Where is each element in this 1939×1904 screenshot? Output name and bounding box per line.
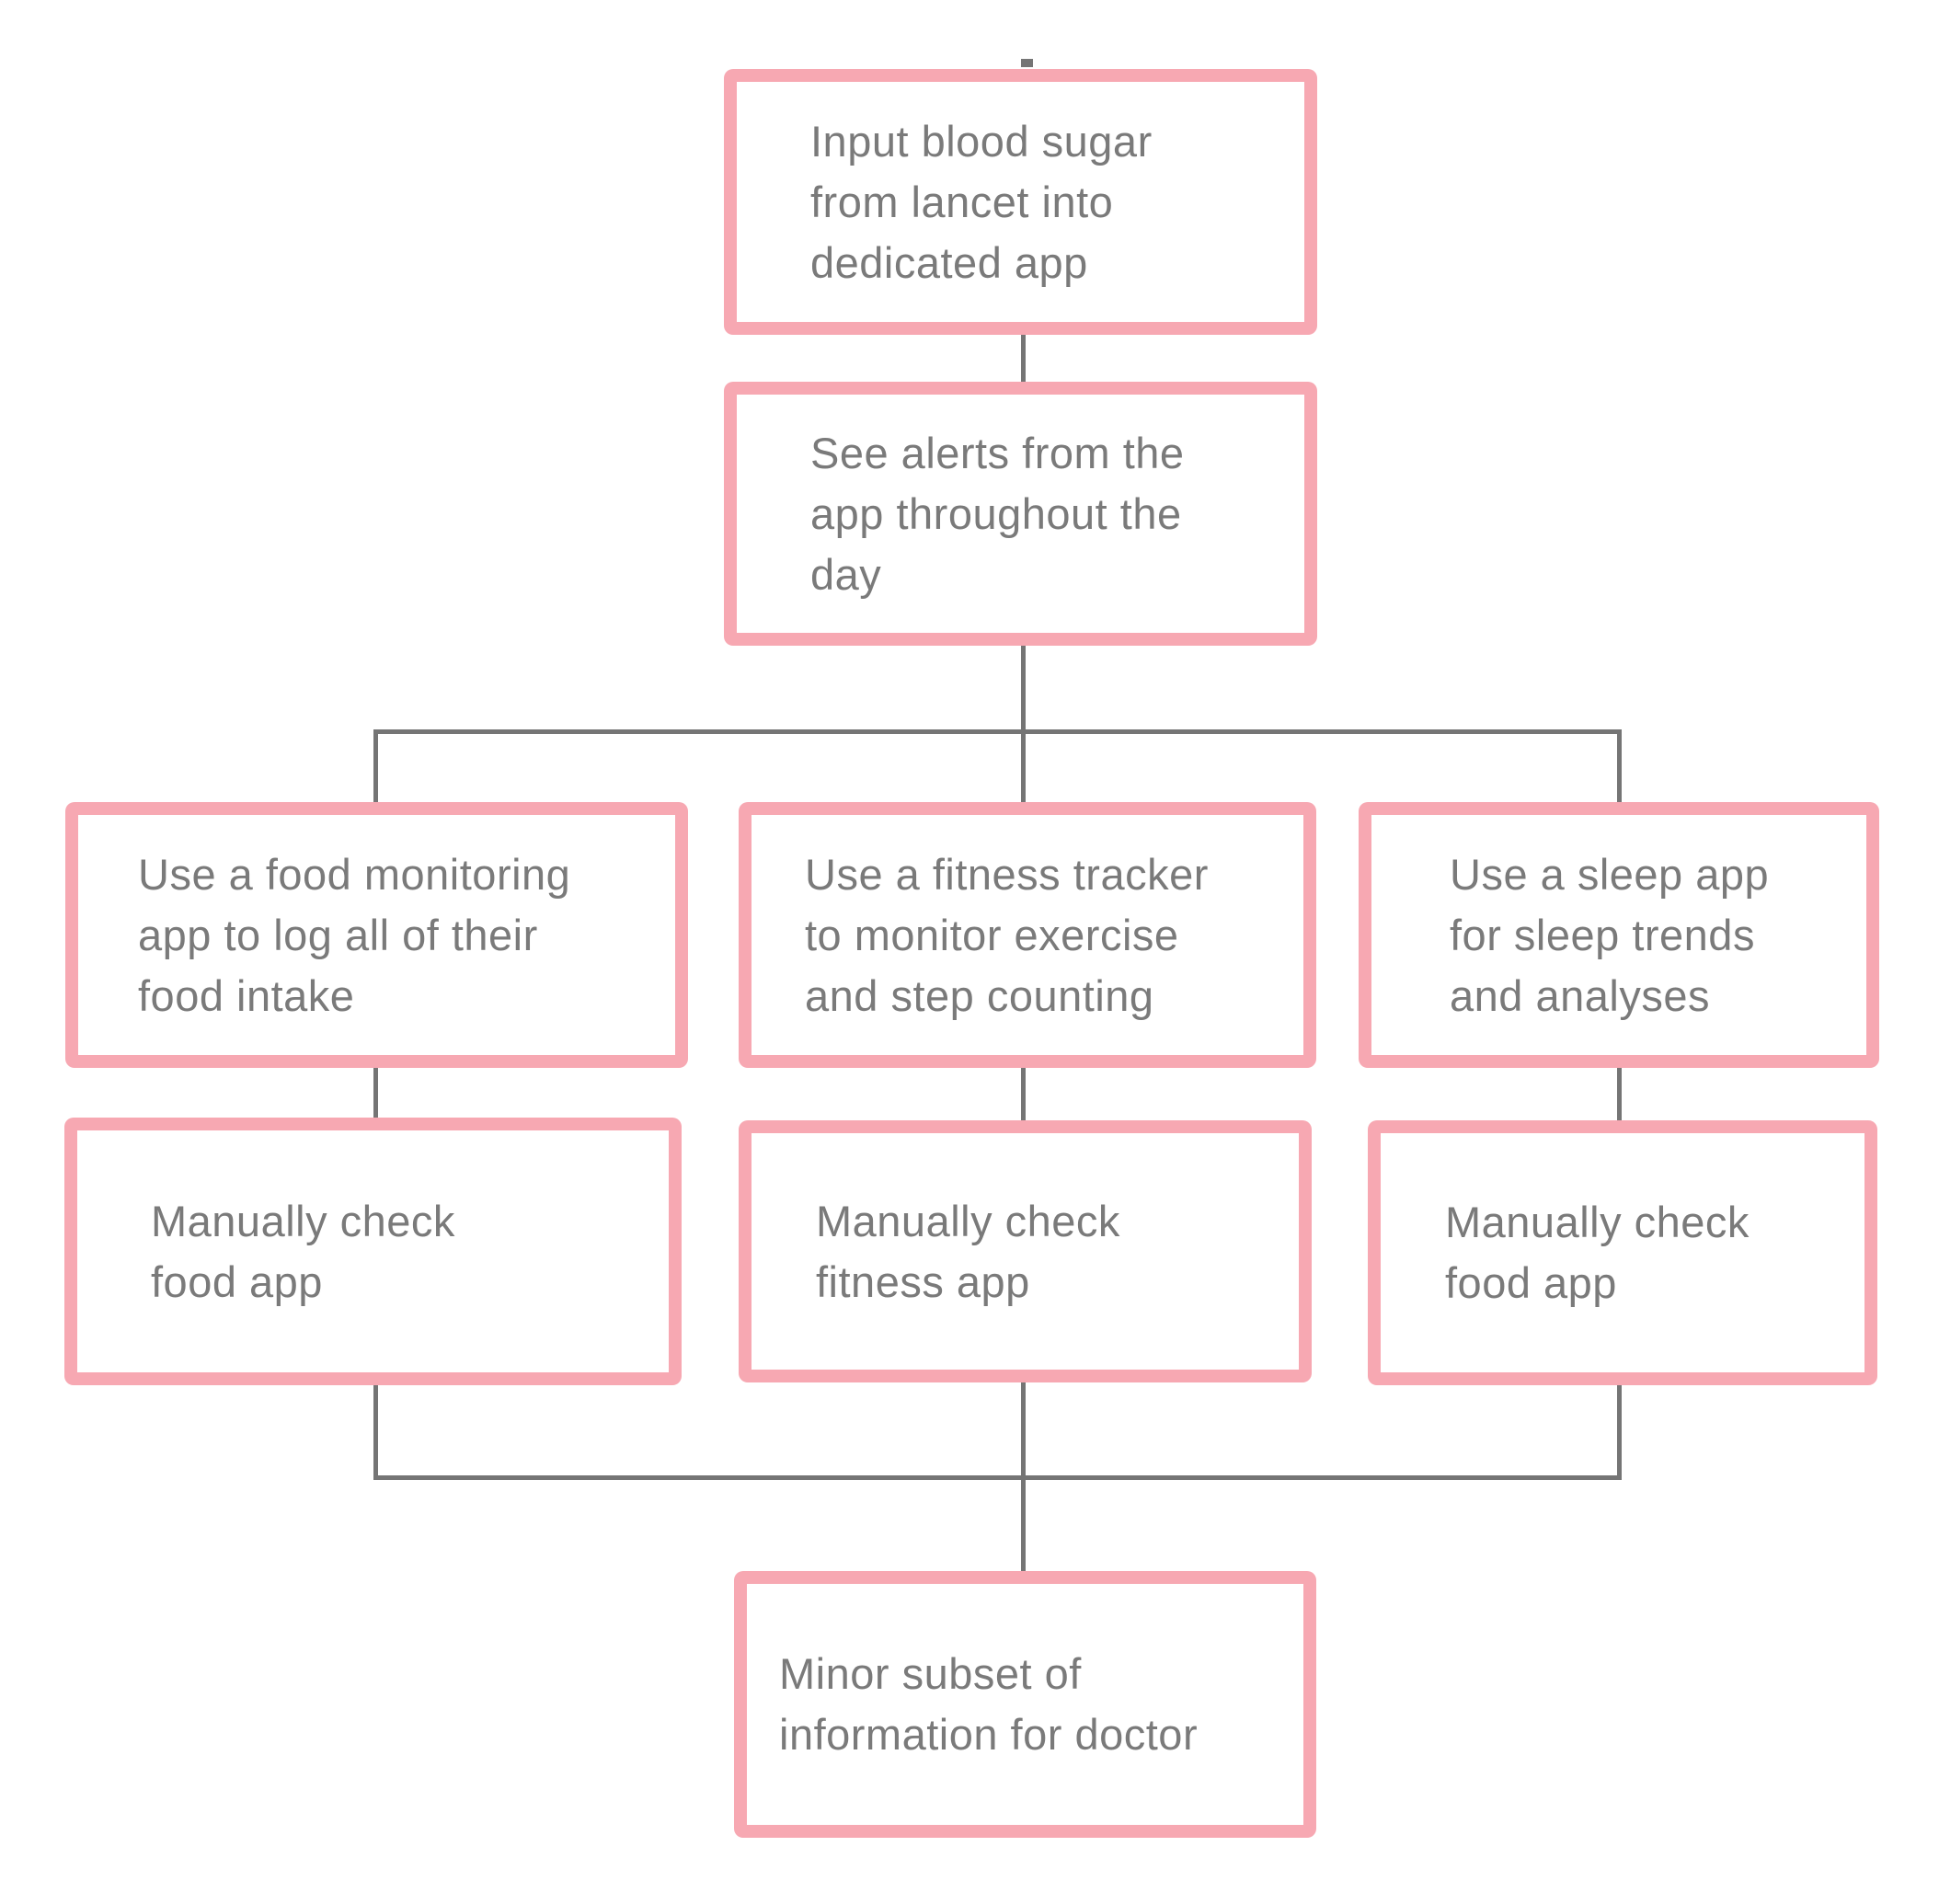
node-text-line: fitness app	[816, 1256, 1030, 1306]
node-text-line: from lancet into	[810, 177, 1114, 226]
node-text-line: to monitor exercise	[805, 910, 1179, 959]
node-text-line: and analyses	[1450, 970, 1710, 1020]
connector-branch-drop-right	[1617, 729, 1622, 804]
node-manually-check-food-left: Manually check food app	[64, 1118, 682, 1385]
node-food-monitoring-app: Use a food monitoring app to log all of …	[65, 802, 688, 1068]
node-text-line: for sleep trends	[1450, 910, 1755, 959]
node-text-line: information for doctor	[779, 1710, 1199, 1759]
node-text-line: food intake	[138, 970, 355, 1020]
node-text-line: See alerts from the	[810, 428, 1185, 477]
node-text-line: Input blood sugar	[810, 116, 1153, 166]
connector-stub-top	[1021, 59, 1033, 67]
node-text-line: Use a fitness tracker	[805, 849, 1209, 899]
connector-branch-horizontal	[373, 729, 1622, 734]
node-manually-check-food-right: Manually check food app	[1368, 1120, 1877, 1385]
connector-fitness-to-check	[1021, 1066, 1026, 1122]
node-input-blood-sugar: Input blood sugar from lancet into dedic…	[724, 69, 1317, 335]
node-fitness-tracker: Use a fitness tracker to monitor exercis…	[739, 802, 1316, 1068]
node-manually-check-fitness: Manually check fitness app	[739, 1120, 1312, 1382]
connector-merge-middle	[1021, 1381, 1026, 1480]
node-text-line: food app	[151, 1256, 323, 1306]
connector-food-to-check	[373, 1066, 378, 1119]
node-text-line: and step counting	[805, 970, 1154, 1020]
connector-input-to-alerts	[1021, 333, 1026, 384]
node-sleep-app: Use a sleep app for sleep trends and ana…	[1359, 802, 1879, 1068]
connector-merge-horizontal	[373, 1475, 1622, 1480]
connector-merge-right	[1617, 1383, 1622, 1480]
node-text-line: Minor subset of	[779, 1649, 1082, 1698]
node-text-line: Manually check	[1445, 1198, 1750, 1246]
node-text-line: Use a sleep app	[1450, 849, 1770, 899]
node-text-line: app to log all of their	[138, 910, 538, 959]
connector-alerts-to-branch	[1021, 644, 1026, 731]
node-text-line: food app	[1445, 1258, 1617, 1307]
connector-to-doctor	[1021, 1475, 1026, 1573]
connector-branch-drop-middle	[1021, 729, 1026, 804]
node-text-line: Manually check	[816, 1196, 1120, 1245]
node-text-line: day	[810, 549, 882, 599]
node-see-alerts: See alerts from the app throughout the d…	[724, 382, 1317, 646]
connector-merge-left	[373, 1383, 378, 1480]
node-text-line: app throughout the	[810, 488, 1182, 538]
connector-sleep-to-check	[1617, 1066, 1622, 1122]
node-minor-subset-doctor: Minor subset of information for doctor	[734, 1571, 1316, 1838]
node-text-line: dedicated app	[810, 237, 1088, 287]
connector-branch-drop-left	[373, 729, 378, 804]
node-text-line: Manually check	[151, 1196, 455, 1245]
node-text-line: Use a food monitoring	[138, 849, 571, 899]
